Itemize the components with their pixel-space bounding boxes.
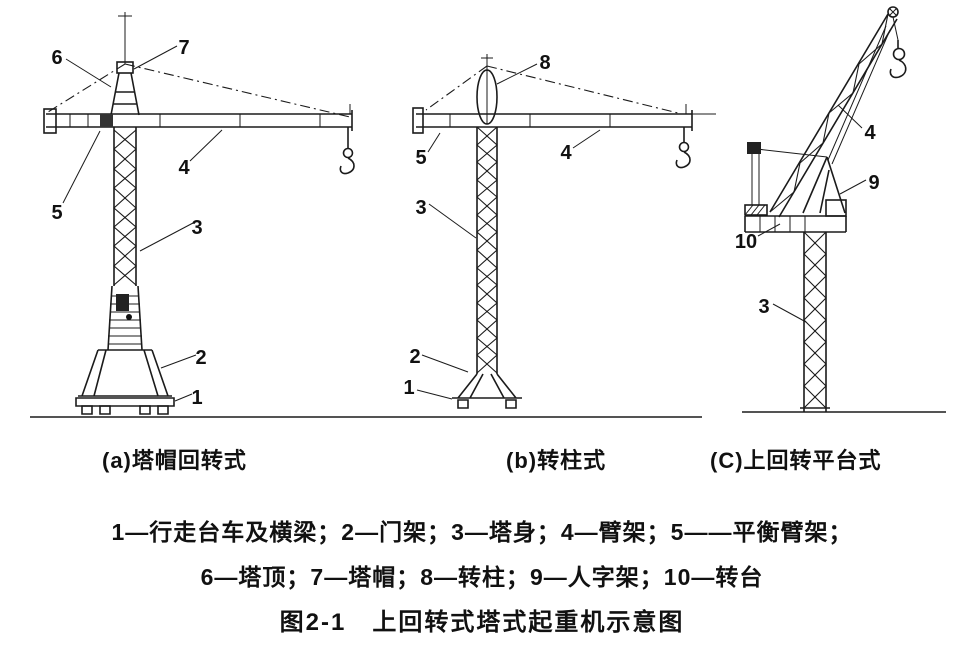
crane-a bbox=[43, 12, 355, 415]
callout-c-3: 3 bbox=[758, 296, 769, 318]
crane-b-axis bbox=[481, 54, 493, 124]
callout-b-5: 5 bbox=[415, 147, 426, 169]
subcaption-a: (a)塔帽回转式 bbox=[102, 448, 247, 473]
ground-line bbox=[30, 411, 946, 418]
crane-a-tie-lines bbox=[47, 63, 351, 118]
crane-c-counterweight bbox=[744, 142, 828, 216]
callout-a-7: 7 bbox=[178, 37, 189, 59]
callout-b-8: 8 bbox=[539, 52, 550, 74]
figure-canvas: 6 7 5 4 3 2 1 8 5 4 3 2 1 4 9 10 3 bbox=[30, 6, 946, 418]
callout-b-3: 3 bbox=[415, 197, 426, 219]
figure-caption: 图2-1 上回转式塔式起重机示意图 bbox=[279, 609, 685, 636]
callout-b-1: 1 bbox=[403, 377, 414, 399]
crane-a-axis bbox=[118, 12, 132, 64]
legend-line-1: 1—行走台车及横梁；2—门架；3—塔身；4—臂架；5——平衡臂架； bbox=[111, 519, 853, 545]
callout-c-9: 9 bbox=[868, 172, 879, 194]
crane-c-a-frame bbox=[802, 156, 846, 214]
subcaption-c: (C)上回转平台式 bbox=[710, 448, 882, 473]
callout-a-2: 2 bbox=[195, 347, 206, 369]
callout-b-4: 4 bbox=[560, 142, 572, 164]
crane-c-tower bbox=[800, 231, 830, 412]
crane-b-jib bbox=[412, 104, 716, 134]
subcaption-b: (b)转柱式 bbox=[506, 448, 607, 473]
crane-a-travel-bogies bbox=[75, 397, 175, 415]
callout-a-3: 3 bbox=[191, 217, 202, 239]
crane-a-mast bbox=[113, 127, 137, 286]
crane-a-jib bbox=[43, 104, 353, 134]
crane-c-hook bbox=[889, 40, 907, 79]
callout-b-2: 2 bbox=[409, 346, 420, 368]
crane-c bbox=[744, 6, 907, 412]
callout-a-1: 1 bbox=[191, 387, 202, 409]
crane-b-tie-lines bbox=[425, 65, 679, 114]
crane-a-leader-lines bbox=[62, 45, 223, 402]
callout-a-6: 6 bbox=[51, 47, 62, 69]
crane-c-top-pulley bbox=[887, 6, 899, 41]
crane-c-luffing-ropes bbox=[827, 25, 891, 165]
callout-a-4: 4 bbox=[178, 157, 190, 179]
crane-b-leader-lines bbox=[416, 63, 601, 400]
crane-b-hook bbox=[675, 127, 691, 169]
crane-c-turntable-platform bbox=[744, 199, 847, 233]
crane-a-hook bbox=[339, 127, 355, 175]
callout-c-4: 4 bbox=[864, 122, 876, 144]
crane-a-ballast-block bbox=[100, 114, 113, 127]
crane-a-lower-cage bbox=[107, 285, 143, 351]
callout-a-5: 5 bbox=[51, 202, 62, 224]
crane-b-base bbox=[452, 373, 522, 409]
crane-a-tower-cap bbox=[110, 61, 140, 116]
crane-c-leader-lines bbox=[757, 104, 867, 323]
crane-c-jib-boom bbox=[769, 13, 898, 218]
crane-a-gantry bbox=[78, 349, 172, 397]
callout-c-10: 10 bbox=[735, 231, 757, 253]
crane-b-tower bbox=[476, 126, 498, 374]
crane-b-rotating-column bbox=[476, 69, 498, 125]
crane-b bbox=[412, 54, 716, 409]
legend-line-2: 6—塔顶；7—塔帽；8—转柱；9—人字架；10—转台 bbox=[200, 564, 764, 590]
